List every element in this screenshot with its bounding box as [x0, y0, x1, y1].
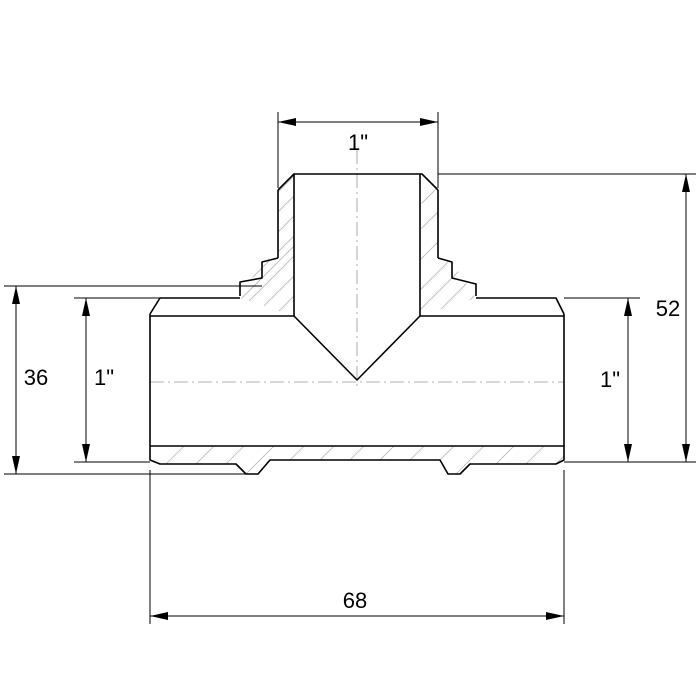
tee-body-outline: [149, 173, 565, 475]
dimension-left-thread-label: 1": [94, 365, 114, 390]
dimension-right-thread-label: 1": [600, 367, 620, 392]
dimension-top-thread: 1": [278, 118, 438, 155]
hatch-top-left-wall: [240, 174, 294, 316]
hatch-top-right-wall: [420, 174, 476, 316]
dimension-overall-height: 52: [656, 174, 690, 462]
extension-lines: [4, 112, 696, 624]
dimension-left-height: 36: [12, 286, 48, 474]
dimension-overall-width: 68: [150, 588, 564, 620]
dimension-top-thread-label: 1": [348, 130, 368, 155]
dimension-overall-width-label: 68: [343, 588, 367, 613]
dimension-left-height-label: 36: [24, 365, 48, 390]
dimension-left-thread: 1": [82, 298, 114, 462]
dimension-right-thread: 1": [600, 298, 632, 462]
dimension-overall-height-label: 52: [656, 296, 680, 321]
